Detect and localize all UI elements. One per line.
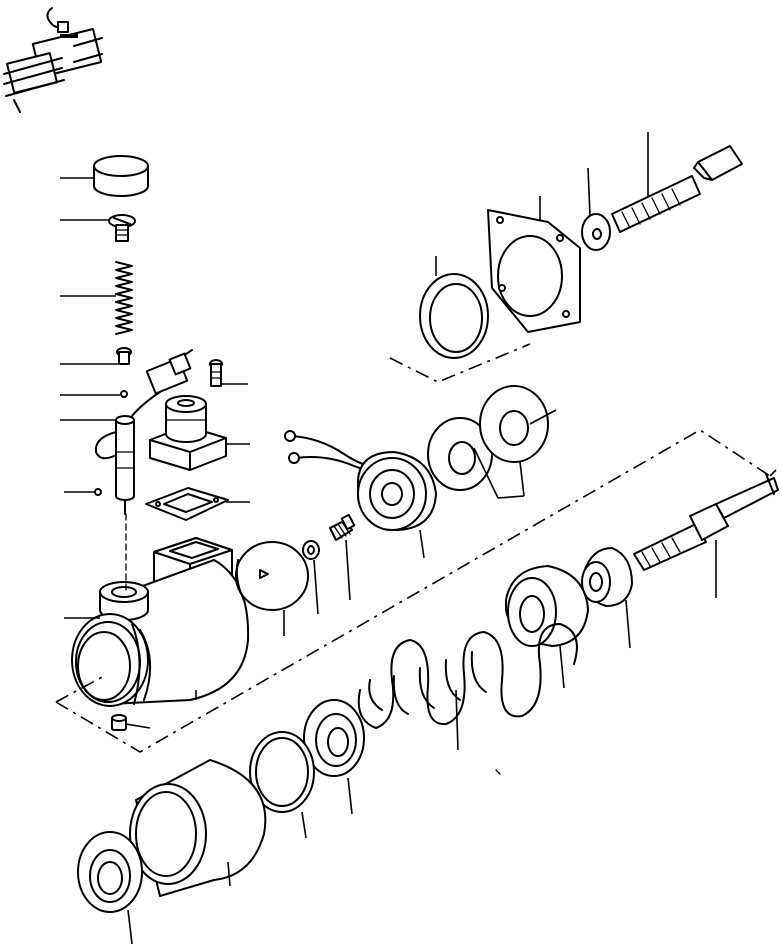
callout-16 xyxy=(345,539,351,601)
connector-plug-part xyxy=(131,349,193,417)
valve-stem-part xyxy=(94,415,135,515)
spring-seat-part xyxy=(505,565,589,647)
cap-screw-part xyxy=(209,359,223,387)
main-spring-part xyxy=(357,623,578,729)
callout-20 xyxy=(529,409,557,425)
callout-28 xyxy=(455,689,459,751)
callout-31 xyxy=(227,861,231,887)
small-screw-part xyxy=(116,347,132,365)
small-nut-part xyxy=(302,540,320,560)
pressure-switch-part xyxy=(284,430,437,531)
spring-retainer-part xyxy=(303,699,365,777)
piston-cup-small-part xyxy=(581,547,633,607)
ball-part xyxy=(120,390,128,398)
callout-17 xyxy=(419,529,425,559)
alignment-lines xyxy=(125,513,501,775)
cylinder-sleeve-part xyxy=(129,759,267,897)
callout-12 xyxy=(125,723,151,729)
adjusting-screw-part xyxy=(108,214,136,242)
solenoid-part xyxy=(149,395,227,471)
valve-housing-part xyxy=(71,537,250,707)
hex-bolt-part xyxy=(611,145,743,233)
housing-plug-part xyxy=(111,714,127,731)
callout-leaders xyxy=(60,132,717,944)
callout-19 xyxy=(519,461,525,497)
callout-30 xyxy=(301,811,307,839)
callout-15 xyxy=(313,559,319,615)
orifice-fitting-part xyxy=(329,513,356,541)
diaphragm-disc-part xyxy=(235,541,309,611)
callout-32 xyxy=(127,909,133,944)
end-seal-part xyxy=(77,831,143,913)
cover-plate-part xyxy=(487,209,581,333)
o-ring-bottom-part xyxy=(249,731,315,813)
callout-29 xyxy=(347,777,353,815)
callout-19b xyxy=(497,495,525,499)
cap-part xyxy=(93,155,149,197)
callout-26 xyxy=(625,599,631,649)
locator-thumbnail xyxy=(3,7,103,113)
callout-23 xyxy=(587,167,591,217)
o-ring-top-part xyxy=(419,273,489,359)
callout-18 xyxy=(473,447,499,499)
callout-27 xyxy=(559,645,565,689)
small-spring-part xyxy=(115,261,133,335)
solenoid-gasket-part xyxy=(145,487,229,521)
assembly-grouping-lines xyxy=(55,343,777,753)
lower-ball-part xyxy=(94,488,102,496)
push-rod-part xyxy=(633,473,779,571)
flat-washer-part xyxy=(581,213,611,251)
thrust-washer-2-part xyxy=(479,385,549,463)
